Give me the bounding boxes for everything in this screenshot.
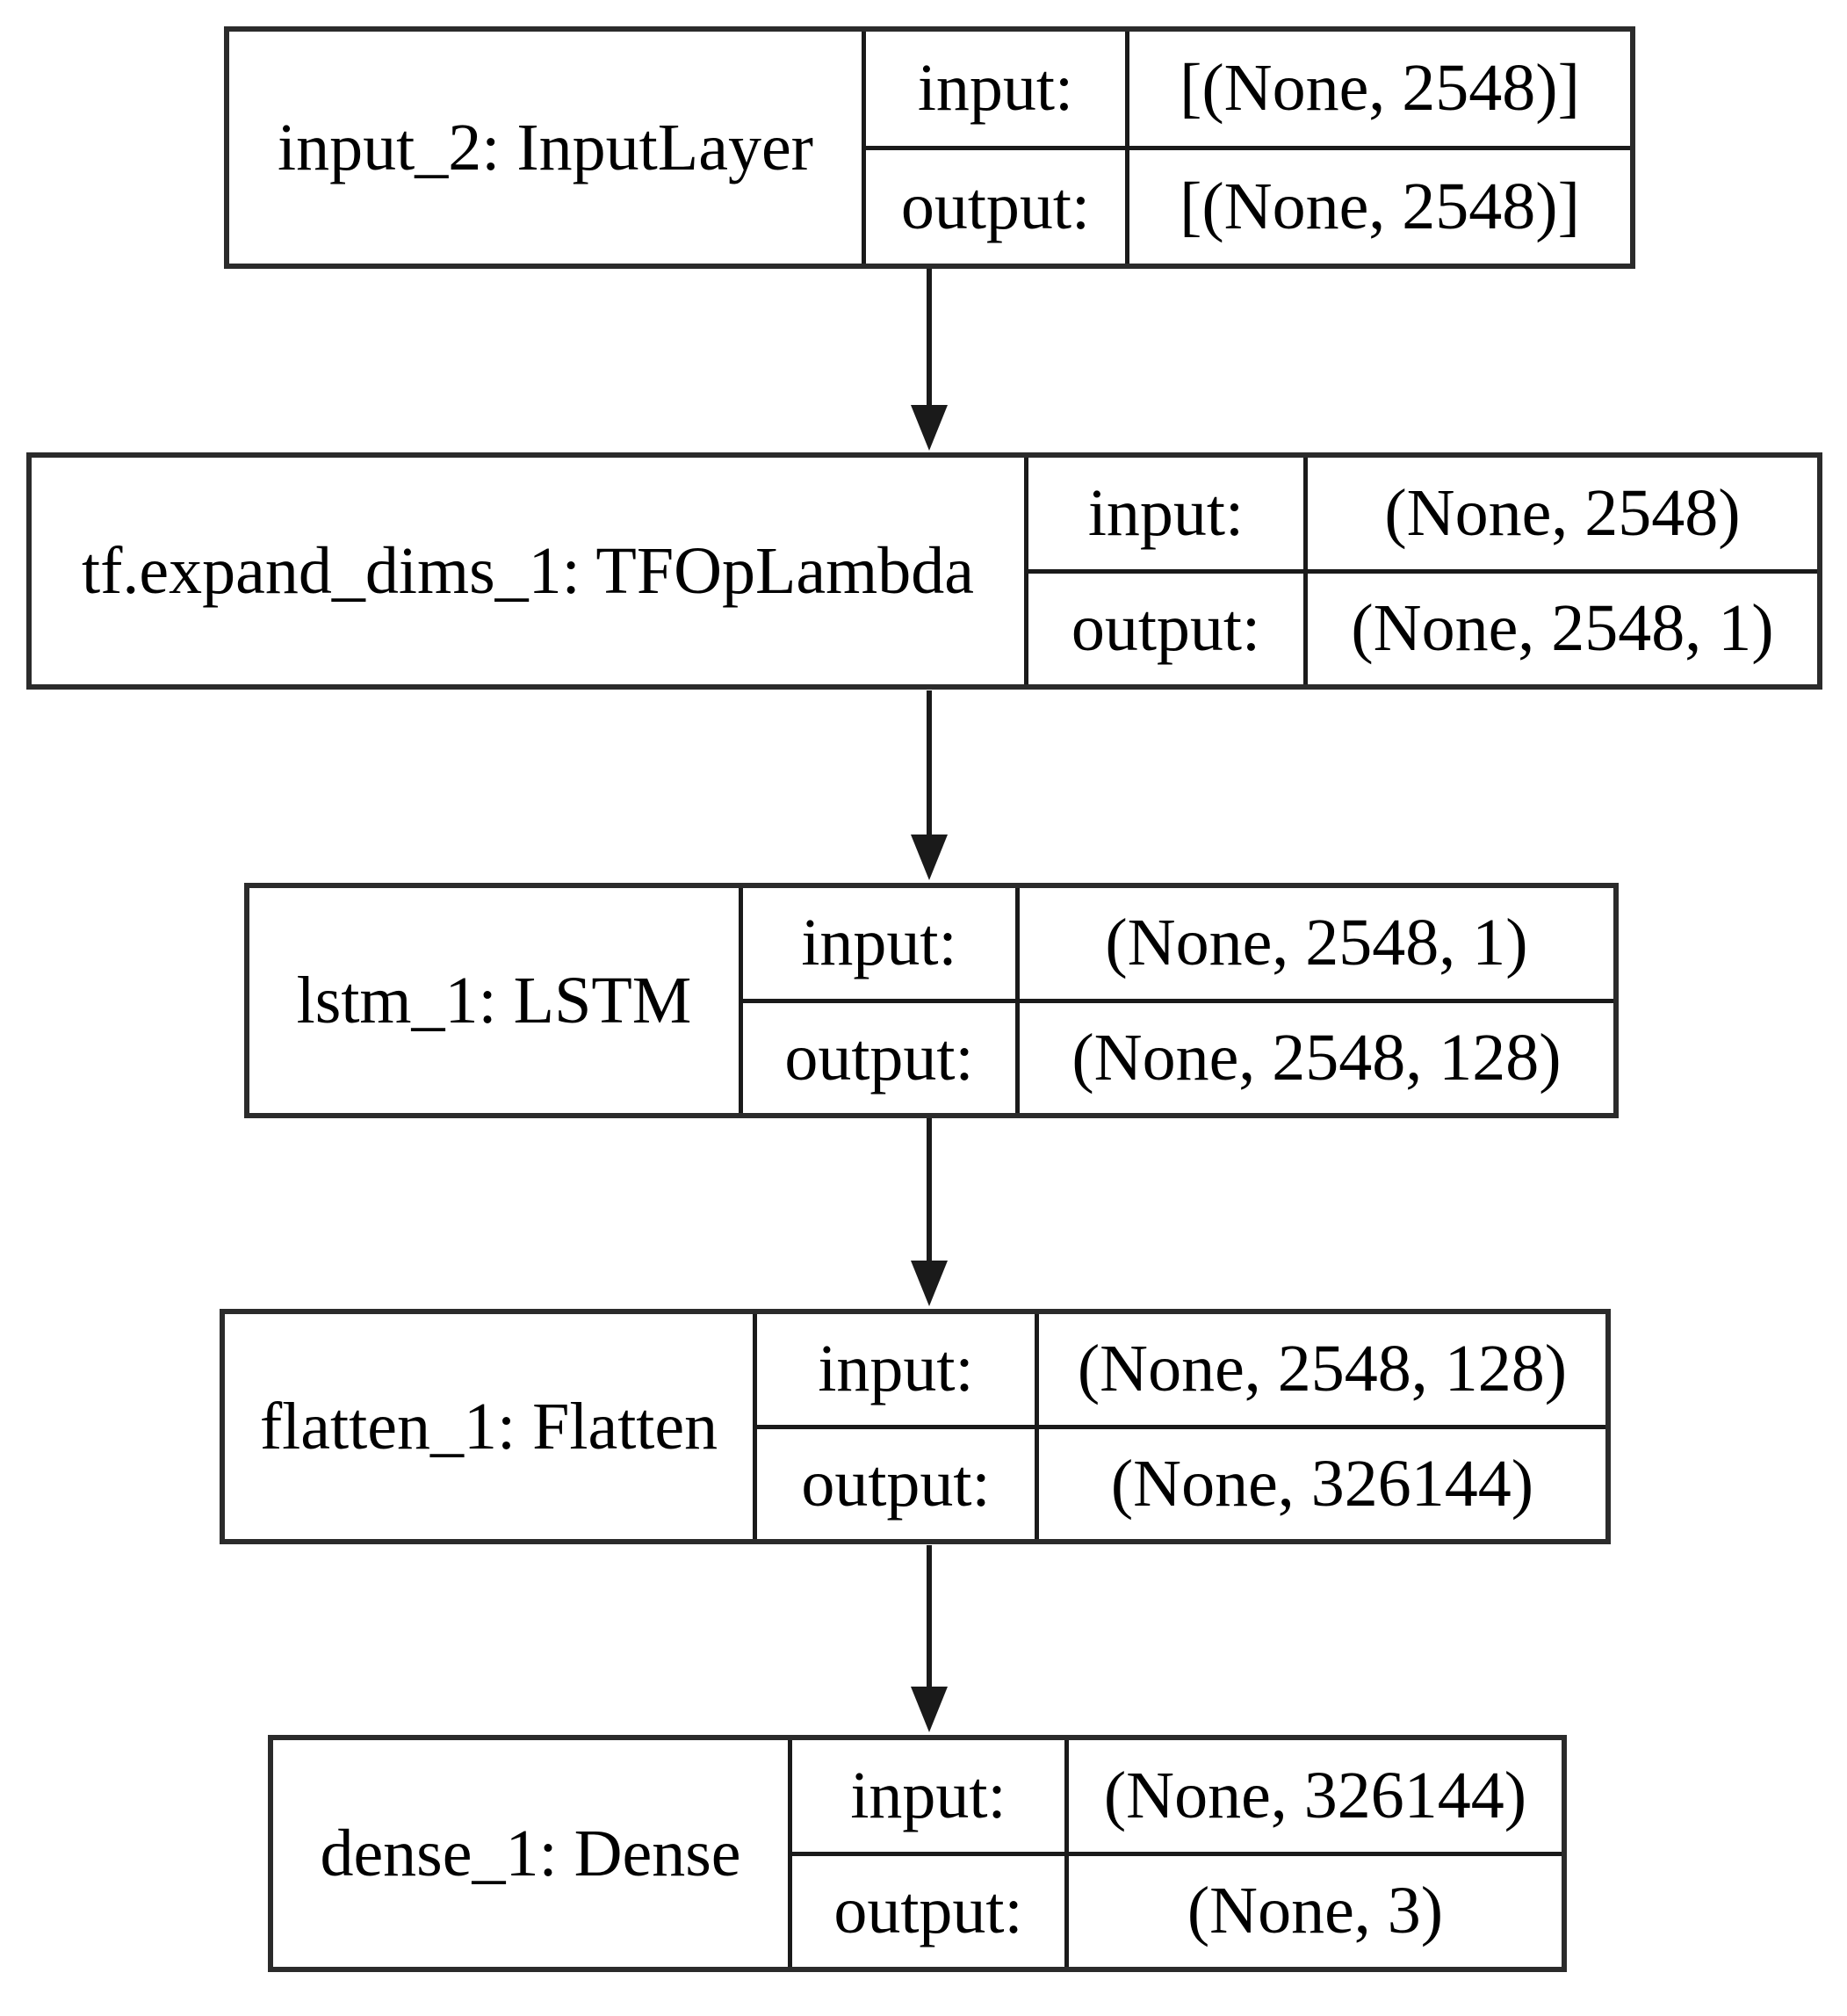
input-label: input: — [743, 888, 1020, 999]
output-row: output: (None, 2548, 128) — [743, 998, 1613, 1113]
input-row: input: (None, 2548, 128) — [757, 1314, 1605, 1425]
layer-name: lstm_1: LSTM — [249, 888, 743, 1113]
arrow-shaft — [927, 269, 932, 405]
output-shape-value: [(None, 2548)] — [1180, 169, 1580, 243]
arrow-head-icon — [911, 1687, 948, 1732]
io-table: input: [(None, 2548)] output: [(None, 25… — [866, 32, 1630, 264]
layer-box-lstm-1: lstm_1: LSTM input: (None, 2548, 1) outp… — [244, 883, 1619, 1118]
output-label: output: — [743, 1002, 1020, 1113]
input-label: input: — [792, 1740, 1069, 1852]
input-row: input: (None, 2548) — [1028, 458, 1817, 569]
io-table: input: (None, 2548, 128) output: (None, … — [757, 1314, 1605, 1539]
input-label: input: — [866, 32, 1129, 146]
output-row: output: [(None, 2548)] — [866, 145, 1630, 264]
layer-box-flatten-1: flatten_1: Flatten input: (None, 2548, 1… — [220, 1309, 1611, 1544]
input-shape-value: [(None, 2548)] — [1180, 51, 1580, 126]
output-shape-value: (None, 2548, 1) — [1351, 591, 1774, 666]
arrow-head-icon — [911, 835, 948, 880]
flow-arrow — [910, 269, 949, 451]
layer-box-input-2: input_2: InputLayer input: [(None, 2548)… — [224, 26, 1635, 269]
arrow-shaft — [927, 1545, 932, 1687]
flow-arrow — [910, 690, 949, 880]
layer-box-dense-1: dense_1: Dense input: (None, 326144) out… — [268, 1735, 1567, 1972]
output-label: output: — [1028, 573, 1308, 684]
layer-name: tf.expand_dims_1: TFOpLambda — [32, 458, 1028, 684]
layer-name: dense_1: Dense — [273, 1740, 792, 1967]
output-label: output: — [792, 1855, 1069, 1967]
arrow-head-icon — [911, 405, 948, 451]
output-row: output: (None, 3) — [792, 1851, 1562, 1967]
output-shape-value: (None, 2548, 128) — [1071, 1020, 1562, 1095]
arrow-head-icon — [911, 1261, 948, 1306]
io-table: input: (None, 326144) output: (None, 3) — [792, 1740, 1562, 1967]
input-label: input: — [1028, 458, 1308, 569]
input-row: input: (None, 326144) — [792, 1740, 1562, 1852]
input-row: input: (None, 2548, 1) — [743, 888, 1613, 999]
io-table: input: (None, 2548, 1) output: (None, 25… — [743, 888, 1613, 1113]
layer-name: input_2: InputLayer — [229, 32, 866, 264]
output-shape-value: (None, 326144) — [1110, 1446, 1534, 1521]
input-shape-value: (None, 326144) — [1103, 1758, 1527, 1832]
input-shape-value: (None, 2548, 128) — [1077, 1332, 1568, 1406]
output-row: output: (None, 326144) — [757, 1424, 1605, 1539]
output-shape-value: (None, 3) — [1187, 1874, 1444, 1948]
layer-box-tf-expand-dims-1: tf.expand_dims_1: TFOpLambda input: (Non… — [26, 452, 1822, 690]
output-label: output: — [866, 149, 1129, 264]
input-row: input: [(None, 2548)] — [866, 32, 1630, 146]
layer-name: flatten_1: Flatten — [225, 1314, 757, 1539]
input-shape-value: (None, 2548, 1) — [1105, 906, 1528, 980]
io-table: input: (None, 2548) output: (None, 2548,… — [1028, 458, 1817, 684]
output-label: output: — [757, 1428, 1039, 1539]
output-row: output: (None, 2548, 1) — [1028, 568, 1817, 684]
flow-arrow — [910, 1545, 949, 1732]
input-label: input: — [757, 1314, 1039, 1425]
arrow-shaft — [927, 690, 932, 835]
flow-arrow — [910, 1118, 949, 1306]
input-shape-value: (None, 2548) — [1384, 475, 1741, 550]
arrow-shaft — [927, 1118, 932, 1261]
